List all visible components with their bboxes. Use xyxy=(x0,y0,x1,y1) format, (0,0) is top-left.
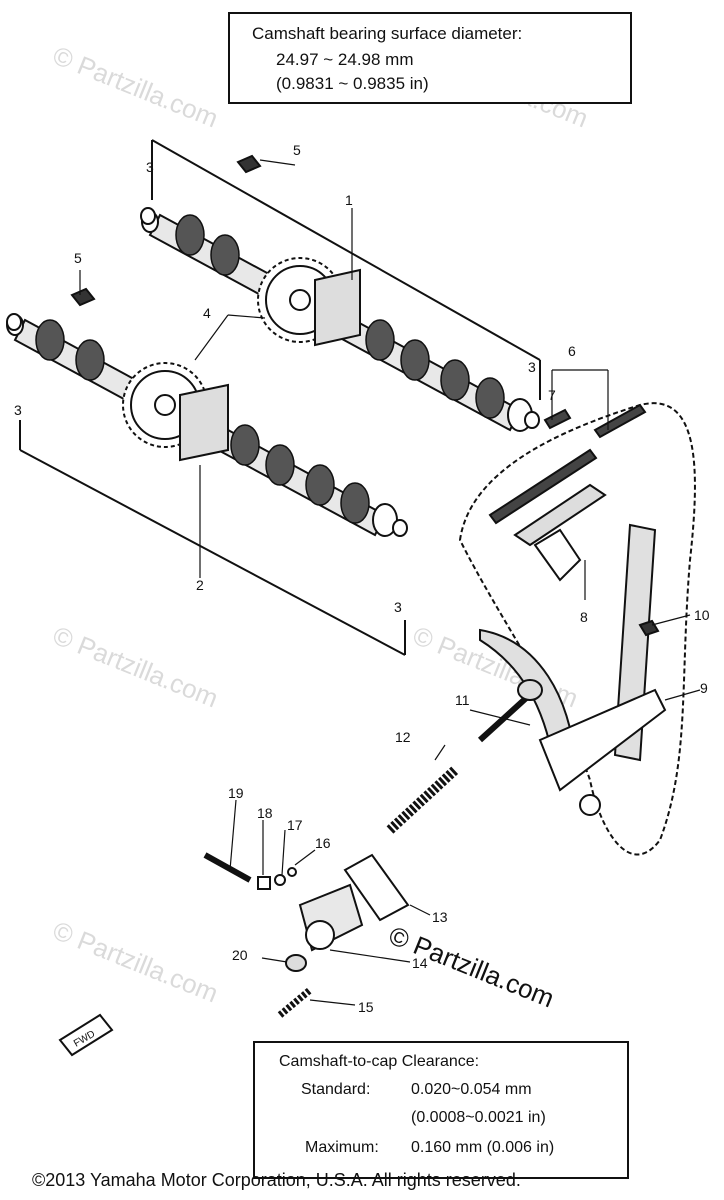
callout-6: 6 xyxy=(568,343,576,359)
callout-12: 12 xyxy=(395,729,411,745)
chain-guide-rear xyxy=(479,523,667,816)
copyright-notice: ©2013 Yamaha Motor Corporation, U.S.A. A… xyxy=(32,1170,521,1190)
callout-5: 5 xyxy=(74,250,82,266)
bearing-diameter-spec-box: Camshaft bearing surface diameter: 24.97… xyxy=(228,12,632,104)
callout-16: 16 xyxy=(315,835,331,851)
maximum-label: Maximum: xyxy=(305,1139,379,1156)
callout-2: 2 xyxy=(196,577,204,593)
callout-14: 14 xyxy=(412,955,428,971)
callout-20: 20 xyxy=(232,947,248,963)
maximum-value: 0.160 mm (0.006 in) xyxy=(411,1139,555,1156)
bracket-line-upper xyxy=(151,139,541,361)
clearance-spec-box: Camshaft-to-cap Clearance: Standard: 0.0… xyxy=(253,1041,629,1179)
callout-11: 11 xyxy=(455,692,470,708)
callout-3: 3 xyxy=(394,599,402,615)
callout-10: 10 xyxy=(694,607,710,623)
callout-13: 13 xyxy=(432,909,448,925)
lower-camshaft xyxy=(6,314,398,537)
callout-7: 7 xyxy=(548,387,556,403)
callout-3: 3 xyxy=(528,359,536,375)
callout-4: 4 xyxy=(203,305,211,321)
standard-mm-value: 0.020~0.054 mm xyxy=(411,1081,532,1098)
spec-mm-value: 24.97 ~ 24.98 mm xyxy=(276,50,414,69)
spec-title: Camshaft bearing surface diameter: xyxy=(252,24,523,43)
callout-17: 17 xyxy=(287,817,303,833)
spec-title: Camshaft-to-cap Clearance: xyxy=(279,1053,480,1070)
callout-3: 3 xyxy=(14,402,22,418)
standard-label: Standard: xyxy=(301,1081,371,1098)
callout-8: 8 xyxy=(580,609,588,625)
spec-inch-value: (0.9831 ~ 0.9835 in) xyxy=(276,74,429,93)
callout-19: 19 xyxy=(228,785,244,801)
standard-inch-value: (0.0008~0.0021 in) xyxy=(411,1109,546,1126)
callout-9: 9 xyxy=(700,680,708,696)
callout-5: 5 xyxy=(293,142,301,158)
callout-3: 3 xyxy=(146,159,154,175)
chain-guide-upper xyxy=(513,483,607,582)
bracket-line-lower xyxy=(19,449,406,656)
callout-1: 1 xyxy=(345,192,353,208)
upper-camshaft xyxy=(141,211,533,432)
callout-18: 18 xyxy=(257,805,273,821)
callout-15: 15 xyxy=(358,999,374,1015)
